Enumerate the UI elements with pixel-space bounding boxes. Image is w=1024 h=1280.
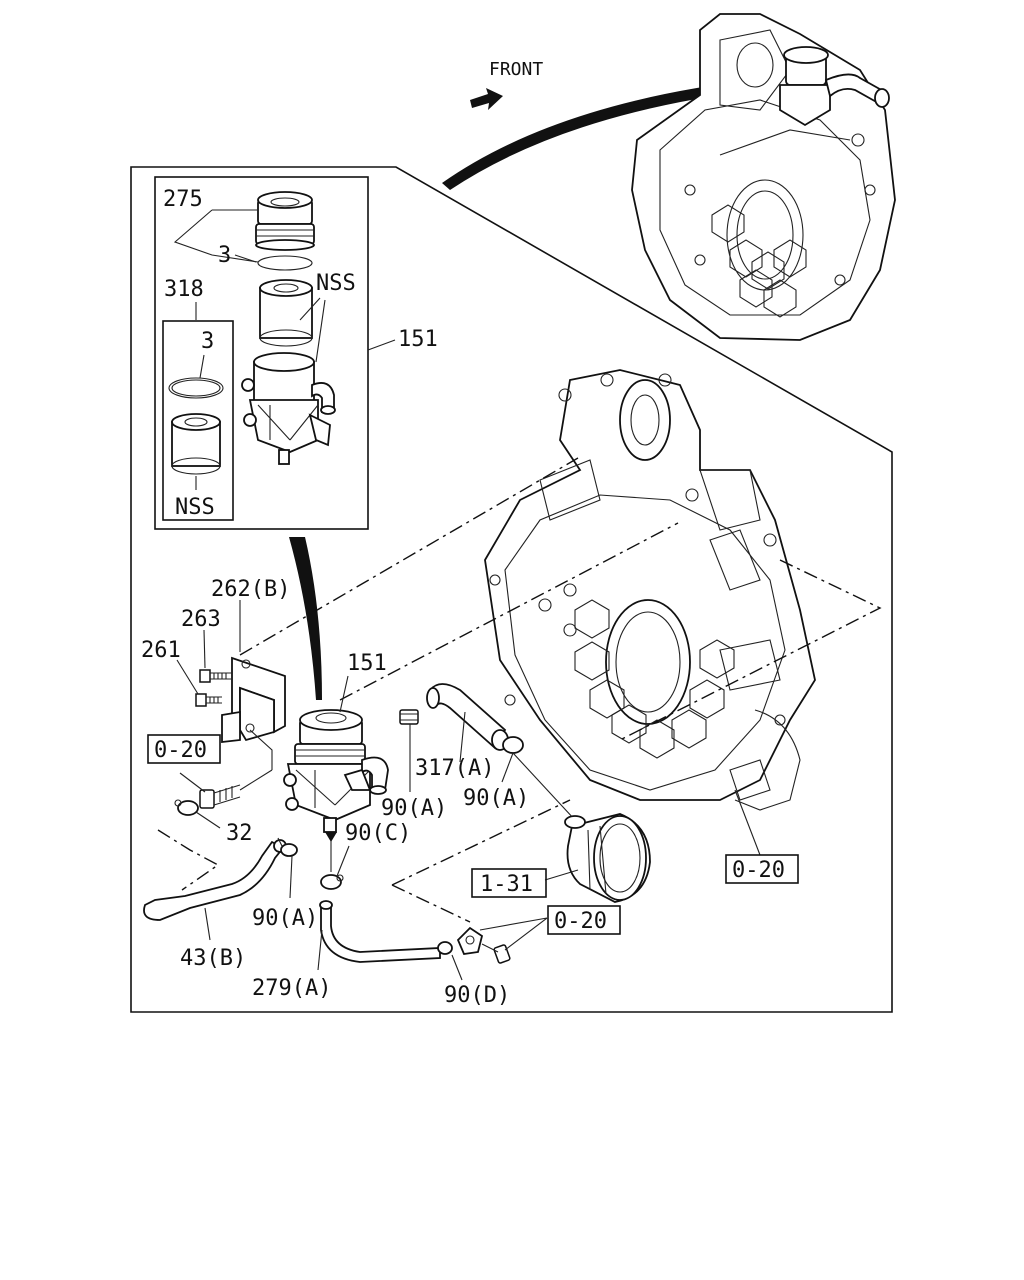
label-43b: 43(B): [180, 946, 246, 971]
o-ring-3-inner: [168, 377, 224, 399]
main-frame: [130, 166, 893, 1013]
front-label: FRONT: [489, 59, 543, 80]
clamp-90c: [320, 874, 344, 890]
clamp-32: [174, 799, 199, 816]
label-262b: 262(B): [211, 577, 290, 602]
ref-box-0-20-left: [147, 734, 221, 764]
breather-assembly-151: [283, 709, 389, 833]
label-279a: 279(A): [252, 976, 331, 1001]
dash-line-1: [239, 457, 579, 656]
label-90a-right: 90(A): [463, 786, 529, 811]
nipple-0-20: [199, 784, 241, 809]
label-317a: 317(A): [415, 756, 494, 781]
curved-arrow-left: [289, 537, 322, 700]
label-90c: 90(C): [345, 821, 411, 846]
inset-box: [154, 176, 369, 530]
flywheel-housing: [484, 369, 816, 811]
fitting-90a-mid: [399, 709, 419, 725]
arrow-90c-icon: [325, 832, 337, 842]
label-nss-top: NSS: [316, 271, 356, 296]
clamp-90a-left: [277, 837, 298, 857]
label-90d: 90(D): [444, 983, 510, 1008]
clamp-90d: [437, 941, 453, 955]
front-arrow-icon: [470, 88, 503, 110]
label-3-inner: 3: [201, 329, 214, 354]
dash-line-3: [619, 559, 882, 741]
label-261: 261: [141, 638, 181, 663]
label-275: 275: [163, 187, 203, 212]
ref-box-0-20-bottom: [547, 905, 621, 935]
breather-body-inset: [241, 352, 336, 465]
separator-1-31: [564, 813, 651, 903]
engine-housing-overview: [631, 13, 896, 341]
label-90a-left: 90(A): [252, 906, 318, 931]
ref-0-20-right: 0-20: [732, 858, 785, 883]
dash-line-2: [339, 522, 679, 701]
clamp-90a-right: [502, 736, 524, 754]
dash-line-4: [391, 884, 471, 923]
dash-line-5: [391, 799, 571, 886]
ref-0-20-left: 0-20: [154, 738, 207, 763]
label-90a-mid: 90(A): [381, 796, 447, 821]
o-ring-3-inner-b: [171, 379, 221, 397]
label-3-top: 3: [218, 243, 231, 268]
hose-317a: [426, 683, 509, 751]
filter-element-nss-inner: [171, 413, 221, 475]
cap-275-part: [255, 191, 315, 251]
o-ring-3-top: [257, 255, 313, 271]
ref-box-1-31: [471, 868, 547, 898]
label-318: 318: [164, 277, 204, 302]
inset-subbox-318: [162, 320, 234, 521]
ref-0-20-bottom: 0-20: [554, 909, 607, 934]
ref-1-31: 1-31: [480, 872, 533, 897]
label-151-inset: 151: [398, 327, 438, 352]
filter-element-nss: [259, 279, 313, 347]
label-32: 32: [226, 821, 253, 846]
label-263: 263: [181, 607, 221, 632]
bolt-263: [199, 669, 232, 683]
ref-box-0-20-right: [725, 854, 799, 884]
label-nss-bottom: NSS: [175, 495, 215, 520]
bracket-262b: [221, 656, 286, 744]
hose-279a: [319, 900, 441, 963]
connector-0-20: [456, 926, 511, 964]
label-151-main: 151: [347, 651, 387, 676]
bolt-261: [195, 693, 222, 707]
